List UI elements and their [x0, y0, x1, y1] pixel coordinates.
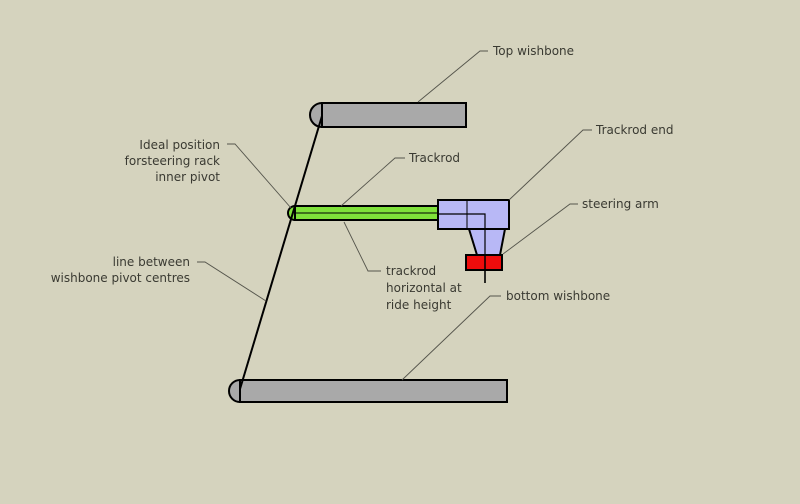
label-ideal-position-2: forsteering rack	[125, 154, 220, 168]
top-wishbone	[309, 101, 467, 129]
leader-top-wishbone	[417, 50, 488, 103]
label-ideal-position-1: Ideal position	[139, 138, 220, 152]
leader-trackrod	[340, 157, 405, 207]
label-bottom-wishbone: bottom wishbone	[506, 289, 610, 303]
label-line-between-1: line between	[113, 255, 190, 269]
leader-bottom-wishbone	[401, 295, 501, 381]
steering-arm	[465, 254, 503, 283]
label-trackrod: Trackrod	[408, 151, 460, 165]
bottom-wishbone	[228, 378, 508, 404]
leader-line-between	[197, 261, 267, 302]
label-ideal-position-3: inner pivot	[155, 170, 220, 184]
trackrod	[287, 204, 439, 222]
leader-trackrod-end	[508, 129, 592, 201]
label-trackrod-horizontal-1: trackrod	[386, 264, 436, 278]
label-line-between-2: wishbone pivot centres	[51, 271, 190, 285]
leader-steering-arm	[502, 203, 578, 255]
label-trackrod-end: Trackrod end	[595, 123, 673, 137]
label-trackrod-horizontal-3: ride height	[386, 298, 452, 312]
label-steering-arm: steering arm	[582, 197, 659, 211]
leader-trackrod-horizontal	[343, 221, 381, 272]
trackrod-end	[437, 199, 510, 283]
pivot-centre-line	[239, 115, 323, 390]
label-top-wishbone: Top wishbone	[492, 44, 574, 58]
leader-ideal-position	[227, 143, 292, 209]
label-trackrod-horizontal-2: horizontal at	[386, 281, 462, 295]
